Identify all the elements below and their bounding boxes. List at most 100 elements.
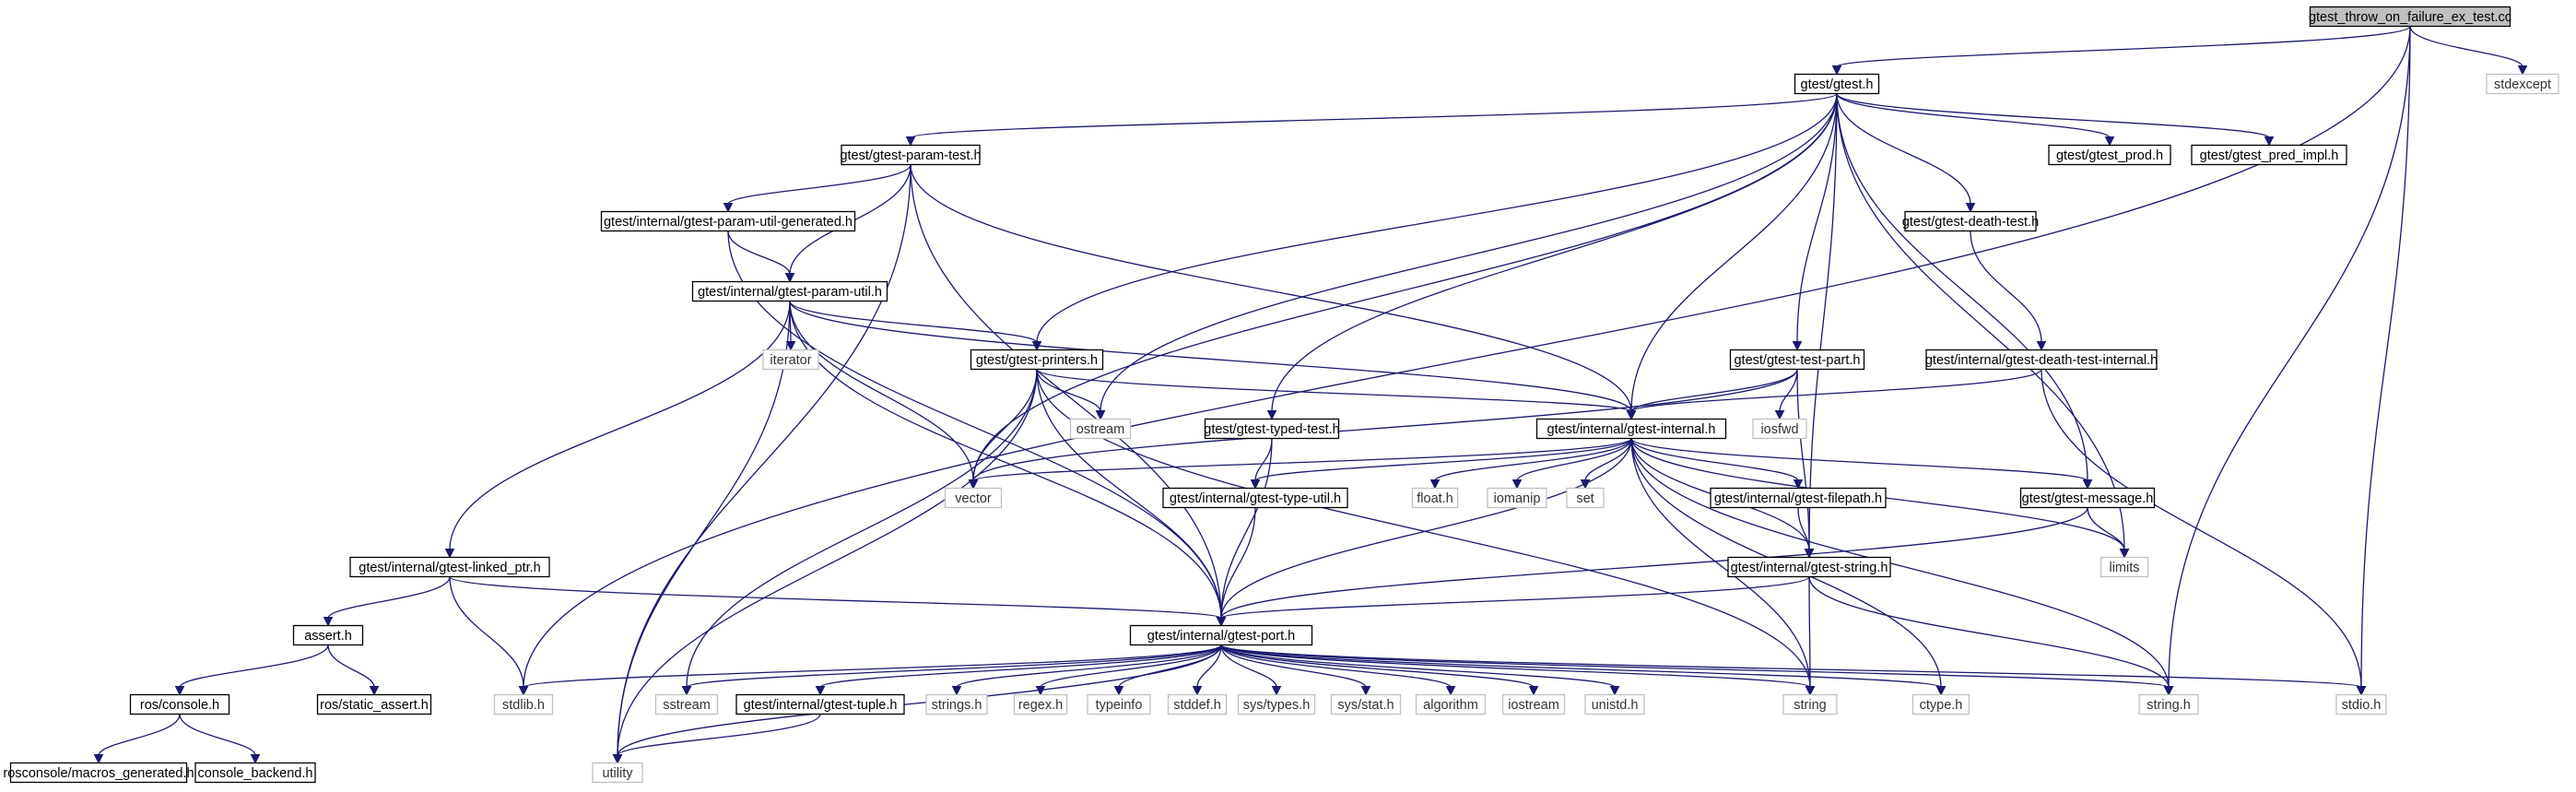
edge-arrowhead — [951, 686, 962, 696]
node-label: ros/static_assert.h — [320, 698, 429, 713]
node-gtest-prod[interactable]: gtest/gtest_prod.h — [2048, 144, 2171, 166]
edge-filepath-to-gstring — [1797, 507, 1810, 550]
edge-arrowhead — [1113, 686, 1124, 696]
node-string-h: string.h — [2138, 693, 2199, 715]
node-label: gtest/gtest-printers.h — [976, 353, 1098, 368]
node-label: gtest/internal/gtest-param-util.h — [698, 285, 882, 300]
edge-typed_test-to-port — [1220, 438, 1273, 619]
node-label: gtest/gtest-death-test.h — [1902, 215, 2039, 230]
node-box — [1087, 693, 1151, 715]
edge-internal-to-string — [1630, 438, 1811, 688]
node-label: strings.h — [932, 698, 982, 713]
node-vector: vector — [944, 487, 1003, 509]
node-assert[interactable]: assert.h — [292, 624, 364, 646]
node-label: vector — [955, 491, 992, 506]
node-label: gtest/gtest-test-part.h — [1734, 353, 1860, 368]
node-printers[interactable]: gtest/gtest-printers.h — [970, 349, 1104, 371]
node-internal[interactable]: gtest/internal/gtest-internal.h — [1535, 418, 1727, 440]
edge-arrowhead — [518, 686, 529, 696]
edge-arrowhead — [1192, 686, 1203, 696]
node-box — [129, 693, 230, 715]
edge-root-to-string_h — [2168, 26, 2411, 688]
node-label: ctype.h — [1920, 698, 1963, 713]
node-ros-console[interactable]: ros/console.h — [129, 693, 230, 715]
node-label: stdio.h — [2342, 698, 2382, 713]
edge-gtest-to-limits — [1836, 93, 2125, 550]
node-param-util-gen[interactable]: gtest/internal/gtest-param-util-generate… — [600, 210, 856, 232]
edge-gstring-to-string — [1808, 576, 1811, 688]
node-macros-gen[interactable]: rosconsole/macros_generated.h — [3, 762, 194, 784]
node-type-util[interactable]: gtest/internal/gtest-type-util.h — [1162, 487, 1348, 509]
node-sys-stat: sys/stat.h — [1330, 693, 1402, 715]
edge-gtest-to-death_test — [1836, 93, 1971, 205]
node-typed-test[interactable]: gtest/gtest-typed-test.h — [1204, 418, 1340, 440]
edge-port-to-regex — [1040, 644, 1222, 688]
node-stddef: stddef.h — [1167, 693, 1228, 715]
node-label: unistd.h — [1592, 698, 1639, 713]
edge-arrowhead — [815, 686, 826, 696]
node-label: regex.h — [1018, 698, 1063, 713]
node-root[interactable]: gtest_throw_on_failure_ex_test.cc — [2309, 6, 2511, 28]
node-param-test[interactable]: gtest/gtest-param-test.h — [840, 144, 982, 166]
edge-layer — [93, 25, 2528, 764]
node-gstring[interactable]: gtest/internal/gtest-string.h — [1727, 556, 1891, 578]
node-typeinfo: typeinfo — [1087, 693, 1151, 715]
node-box — [600, 210, 856, 232]
node-console-backend[interactable]: console_backend.h — [194, 762, 316, 784]
edge-printers-to-port — [1036, 369, 1222, 619]
node-box — [1162, 487, 1348, 509]
node-label: gtest/internal/gtest-death-test-internal… — [1925, 353, 2158, 368]
edge-port-to-tuple — [819, 644, 1222, 689]
node-label: gtest/gtest.h — [1801, 77, 1874, 92]
node-box — [1729, 349, 1865, 371]
edge-arrowhead — [2119, 549, 2130, 559]
node-box — [1752, 418, 1807, 440]
node-iosfwd: iosfwd — [1752, 418, 1807, 440]
edge-gstring-to-port — [1220, 575, 1810, 620]
node-linked-ptr[interactable]: gtest/internal/gtest-linked_ptr.h — [349, 556, 550, 578]
edge-ros_console-to-macros_gen — [98, 714, 181, 756]
edge-arrowhead — [323, 617, 334, 627]
edge-arrowhead — [905, 136, 916, 147]
node-pred-impl[interactable]: gtest/gtest_pred_impl.h — [2191, 144, 2347, 166]
node-gtest[interactable]: gtest/gtest.h — [1794, 73, 1880, 95]
node-box — [1911, 693, 1970, 715]
node-box — [691, 280, 888, 302]
edge-arrowhead — [1271, 686, 1282, 696]
node-box — [1415, 693, 1487, 715]
node-death-test[interactable]: gtest/gtest-death-test.h — [1902, 210, 2039, 232]
edge-root-to-stdexcept — [2409, 26, 2523, 67]
node-filepath[interactable]: gtest/internal/gtest-filepath.h — [1710, 487, 1887, 509]
edge-linked_ptr-to-assert — [327, 576, 451, 619]
node-box — [1204, 418, 1340, 440]
node-death-internal[interactable]: gtest/internal/gtest-death-test-internal… — [1925, 349, 2158, 371]
edge-arrowhead — [968, 479, 979, 490]
node-box — [841, 144, 981, 166]
node-label: iostream — [1508, 698, 1559, 713]
edge-port-to-iostream — [1220, 644, 1535, 689]
edge-gstring-to-string_h — [1808, 576, 2170, 688]
edge-arrowhead — [1250, 479, 1261, 490]
node-float: float.h — [1411, 487, 1459, 509]
node-box — [1782, 693, 1838, 715]
node-label: rosconsole/macros_generated.h — [3, 766, 194, 781]
edge-param_util-to-utility — [617, 301, 791, 756]
node-tuple[interactable]: gtest/internal/gtest-tuple.h — [735, 693, 905, 715]
node-static-assert[interactable]: ros/static_assert.h — [316, 693, 432, 715]
node-box — [1904, 210, 2037, 232]
edge-internal-to-type_util — [1254, 437, 1632, 482]
node-label: gtest/gtest_pred_impl.h — [2200, 148, 2339, 163]
edge-internal-to-string_h — [1630, 438, 2170, 688]
edge-death_test-to-death_internal — [1970, 231, 2042, 343]
edge-param_util-to-internal — [789, 301, 1632, 412]
node-message[interactable]: gtest/gtest-message.h — [2019, 487, 2156, 509]
edge-gtest-to-gstring — [1808, 93, 1838, 550]
node-label: gtest/internal/gtest-param-util-generate… — [604, 215, 853, 230]
node-port[interactable]: gtest/internal/gtest-port.h — [1129, 624, 1313, 646]
node-iterator: iterator — [762, 349, 819, 371]
node-test-part[interactable]: gtest/gtest-test-part.h — [1729, 349, 1865, 371]
edge-arrowhead — [1804, 549, 1815, 559]
edge-port-to-ctype — [1220, 644, 1942, 689]
node-param-util[interactable]: gtest/internal/gtest-param-util.h — [691, 280, 888, 302]
